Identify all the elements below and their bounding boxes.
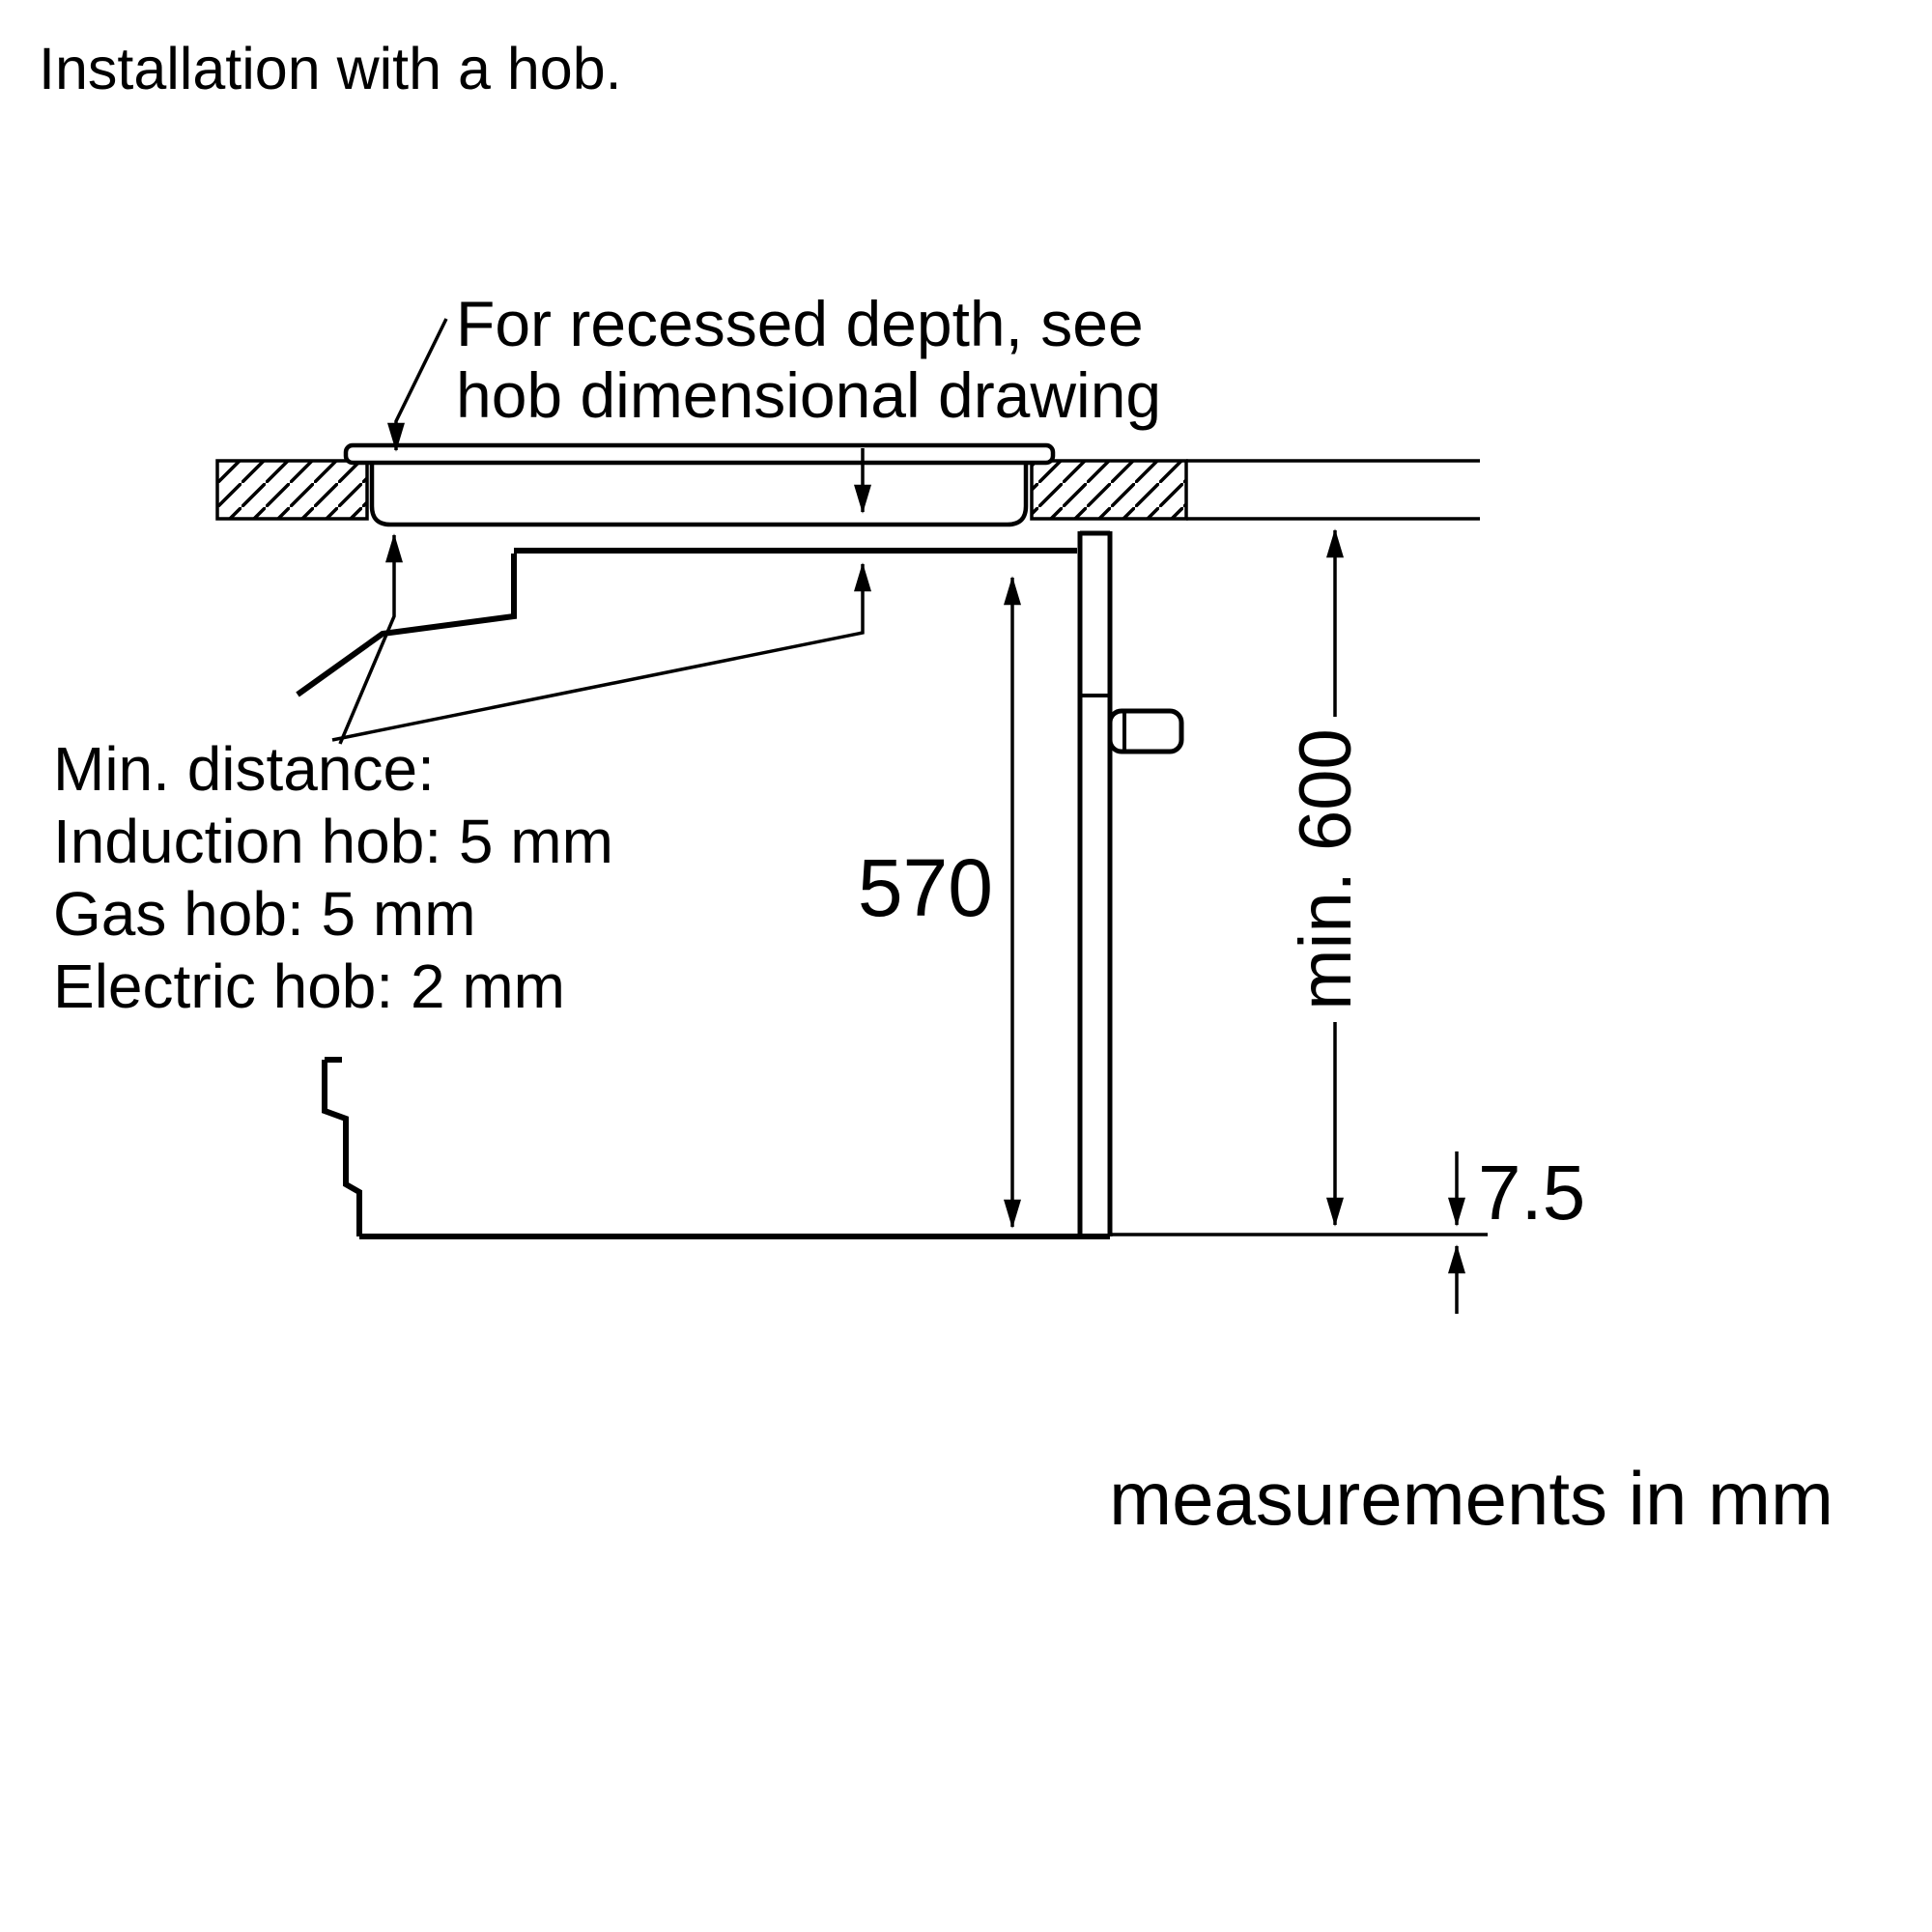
countertop-right-hatch bbox=[1030, 459, 1188, 521]
page-title: Installation with a hob. bbox=[39, 36, 622, 101]
min-distance-electric: Electric hob: 2 mm bbox=[53, 952, 565, 1021]
oven-knob bbox=[1107, 708, 1184, 754]
recessed-depth-note-line1: For recessed depth, see bbox=[456, 288, 1144, 359]
recess-leader-arrow bbox=[387, 318, 448, 452]
min-distance-leader-arrow-left bbox=[338, 533, 403, 745]
footer-note: measurements in mm bbox=[1109, 1456, 1833, 1541]
min-distance-gas: Gas hob: 5 mm bbox=[53, 879, 476, 949]
recessed-depth-note-line2: hob dimensional drawing bbox=[456, 359, 1161, 431]
oven-break-line-bottom-left bbox=[322, 1060, 362, 1236]
min-distance-heading: Min. distance: bbox=[53, 734, 435, 804]
hob-flange bbox=[343, 442, 1056, 466]
dim-7-5-label: 7.5 bbox=[1478, 1150, 1585, 1236]
dim-min-600-label: min. 600 bbox=[1285, 728, 1367, 1010]
dim-570-label: 570 bbox=[858, 842, 993, 933]
hob-tub bbox=[369, 463, 1029, 527]
countertop-left-hatch bbox=[215, 459, 369, 521]
min-distance-induction: Induction hob: 5 mm bbox=[53, 807, 613, 876]
min-distance-leader-arrow-right bbox=[331, 562, 871, 742]
oven-break-line-top-left bbox=[296, 554, 517, 697]
